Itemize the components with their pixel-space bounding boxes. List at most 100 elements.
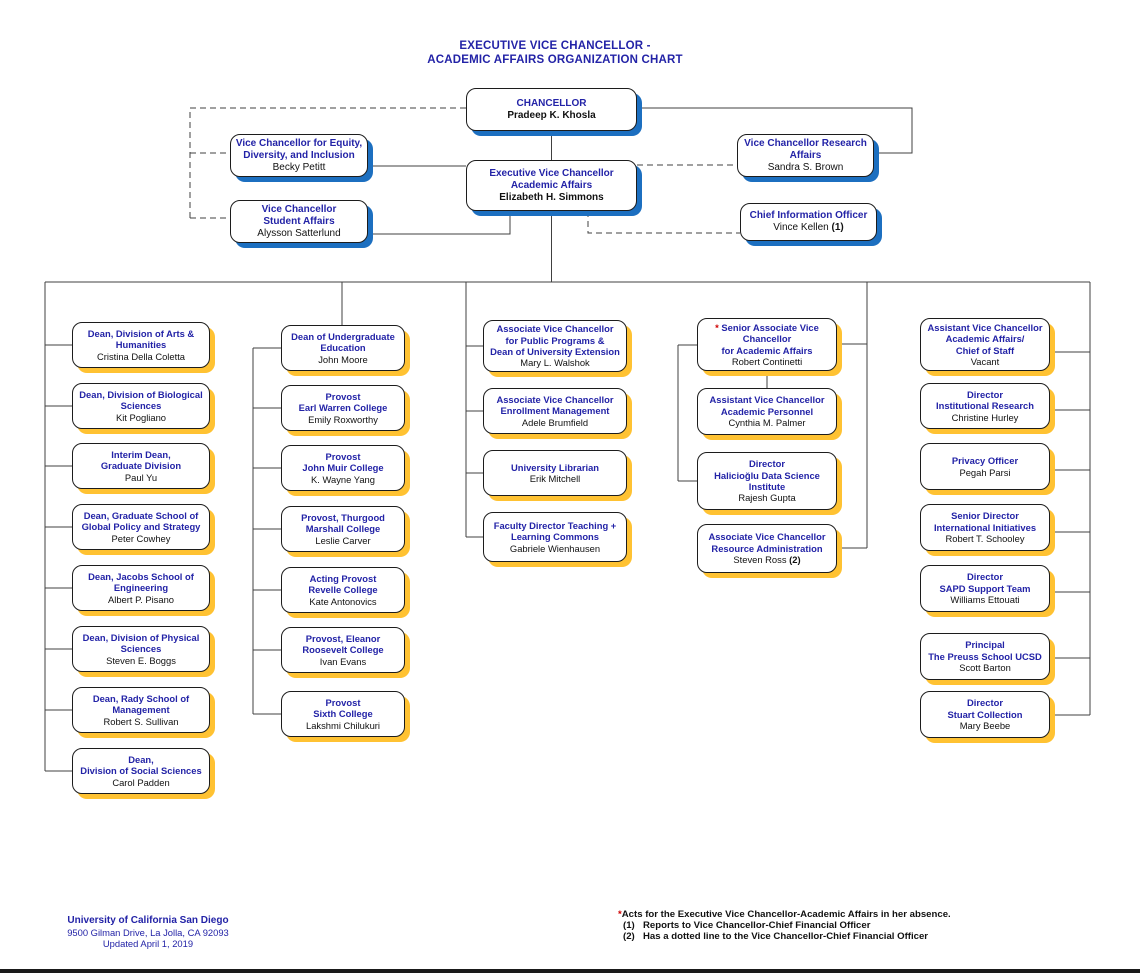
footer-address-block: University of California San Diego 9500 … xyxy=(38,915,258,949)
org-box-title: Acting Provost Revelle College xyxy=(308,572,378,596)
org-box-title: * Senior Associate Vice Chancellor for A… xyxy=(715,321,819,356)
org-box-title: Dean, Graduate School of Global Policy a… xyxy=(81,509,201,533)
org-box-name: John Moore xyxy=(318,353,368,365)
org-box-title: Assistant Vice Chancellor Academic Affai… xyxy=(927,321,1043,356)
org-box: Assistant Vice Chancellor Academic Perso… xyxy=(697,388,837,435)
footnote-label: (1) xyxy=(623,920,635,932)
footnote-ref: (1) xyxy=(831,222,844,233)
org-box-name: Robert S. Sullivan xyxy=(103,715,179,727)
org-box-name: Mary L. Walshok xyxy=(520,357,590,369)
vc-research-affairs-box: Vice Chancellor Research Affairs Sandra … xyxy=(737,134,874,177)
org-box-name: Kate Antonovics xyxy=(309,595,377,607)
org-box-name: Emily Roxworthy xyxy=(308,413,378,425)
org-box-name: Steven Ross (2) xyxy=(733,554,801,566)
org-box-name: Albert P. Pisano xyxy=(107,593,174,605)
org-box-title: Dean of Undergraduate Education xyxy=(291,330,395,354)
org-box-title: Associate Vice Chancellor Enrollment Man… xyxy=(496,393,614,417)
connector-student-evc xyxy=(368,211,511,235)
footer-org: University of California San Diego xyxy=(67,915,229,926)
footnote-text: Reports to Vice Chancellor-Chief Financi… xyxy=(643,920,871,932)
footnotes-block: *Acts for the Executive Vice Chancellor-… xyxy=(618,909,1048,943)
org-box-title: Director Stuart Collection xyxy=(947,697,1023,720)
footnote-ref: (2) xyxy=(789,554,801,566)
org-box-name: Erik Mitchell xyxy=(529,473,581,484)
org-box-name: K. Wayne Yang xyxy=(311,473,375,485)
org-box-name: Leslie Carver xyxy=(315,534,371,546)
org-box-title: Assistant Vice Chancellor Academic Perso… xyxy=(709,394,825,417)
org-box-title: Provost John Muir College xyxy=(302,450,384,474)
org-box-title: Vice Chancellor for Equity, Diversity, a… xyxy=(235,137,363,161)
org-box-title: Dean, Jacobs School of Engineering xyxy=(88,570,194,594)
org-box-name: Paul Yu xyxy=(124,471,158,483)
org-box-name: Ivan Evans xyxy=(319,655,367,667)
org-box-title: Executive Vice Chancellor Academic Affai… xyxy=(489,167,614,191)
vc-student-affairs-box: Vice Chancellor Student Affairs Alysson … xyxy=(230,200,368,243)
org-box-name: Elizabeth H. Simmons xyxy=(499,191,604,203)
org-box-title: Principal The Preuss School UCSD xyxy=(928,639,1042,662)
org-box: Senior Director International Initiative… xyxy=(920,504,1050,551)
org-box-title: Faculty Director Teaching + Learning Com… xyxy=(493,519,617,543)
org-box-name: Lakshmi Chilukuri xyxy=(306,719,380,731)
org-box: Associate Vice Chancellor Enrollment Man… xyxy=(483,388,627,434)
org-box-name: Vacant xyxy=(970,355,1000,367)
org-box-title: CHANCELLOR xyxy=(516,97,587,109)
org-box-title: Dean, Division of Biological Sciences xyxy=(79,388,203,412)
footnote-label: (2) xyxy=(623,931,635,943)
footnote-1: (1) Reports to Vice Chancellor-Chief Fina… xyxy=(618,920,1048,931)
org-box-name: Pegah Parsi xyxy=(959,466,1011,478)
footnote-text: Has a dotted line to the Vice Chancellor… xyxy=(643,931,929,943)
footnote-star: *Acts for the Executive Vice Chancellor-… xyxy=(618,909,1048,920)
org-box-title: Director SAPD Support Team xyxy=(939,571,1031,594)
org-box-title: Provost, Eleanor Roosevelt College xyxy=(302,632,384,656)
org-box: * Senior Associate Vice Chancellor for A… xyxy=(697,318,837,371)
org-box-name: Williams Ettouati xyxy=(950,594,1020,606)
org-box-name: Rajesh Gupta xyxy=(738,492,796,504)
org-box-title: Director Institutional Research xyxy=(936,388,1034,412)
bottom-border-bar xyxy=(0,969,1140,973)
org-box-name: Pradeep K. Khosla xyxy=(507,109,596,121)
asterisk-mark: * xyxy=(715,321,722,333)
org-box-title: Privacy Officer xyxy=(951,455,1019,467)
org-box-name: Cristina Della Coletta xyxy=(96,350,186,362)
org-box-title: University Librarian xyxy=(510,461,600,473)
asterisk-mark: * xyxy=(618,909,622,920)
org-box-name: Peter Cowhey xyxy=(111,532,171,544)
org-box-title: Vice Chancellor Student Affairs xyxy=(261,203,337,227)
connector-column-staff xyxy=(1050,282,1091,716)
org-box-name: Vince Kellen (1) xyxy=(773,222,844,233)
footnote-2: (2) Has a dotted line to the Vice Chancel… xyxy=(618,931,1048,942)
org-box-name: Sandra S. Brown xyxy=(767,161,844,173)
chart-title-line1: EXECUTIVE VICE CHANCELLOR - xyxy=(459,40,651,52)
org-box-title: Associate Vice Chancellor Resource Admin… xyxy=(708,531,826,554)
org-box-title: Dean, Division of Physical Sciences xyxy=(82,631,200,655)
org-box-name: Cynthia M. Palmer xyxy=(728,417,806,429)
org-box: Assistant Vice Chancellor Academic Affai… xyxy=(920,318,1050,371)
org-box: Faculty Director Teaching + Learning Com… xyxy=(483,512,627,562)
org-box-title: Dean, Division of Arts & Humanities xyxy=(87,327,195,351)
org-box-title: Provost, Thurgood Marshall College xyxy=(301,511,385,535)
chancellor-box: CHANCELLOR Pradeep K. Khosla xyxy=(466,88,637,131)
connector-column-programs xyxy=(465,282,483,538)
org-box-title: Provost Earl Warren College xyxy=(298,390,388,414)
org-box: Director Halicioğlu Data Science Institu… xyxy=(697,452,837,510)
org-box-title: Senior Director International Initiative… xyxy=(933,510,1037,533)
cio-box: Chief Information Officer Vince Kellen (… xyxy=(740,203,877,241)
org-box-name: Robert Continetti xyxy=(731,355,803,367)
org-box-name: Kit Pogliano xyxy=(115,411,167,423)
org-box-name: Carol Padden xyxy=(112,776,170,788)
